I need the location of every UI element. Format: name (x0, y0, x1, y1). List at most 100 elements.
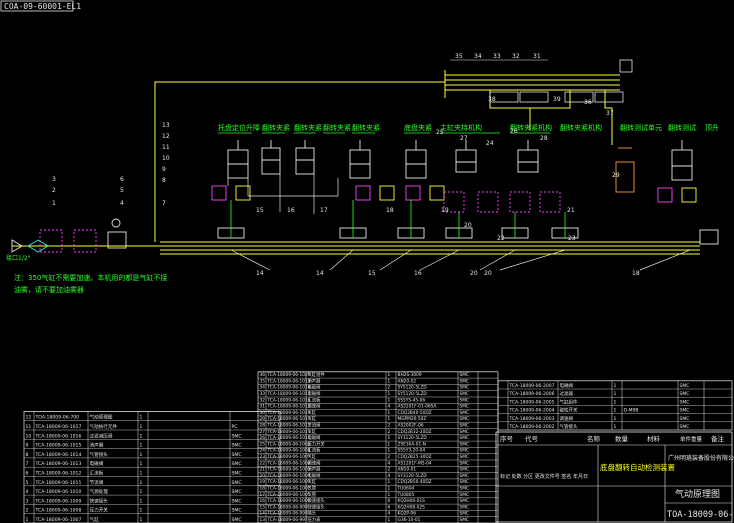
table-cell: TU0805 (397, 492, 415, 498)
table-cell: 1 (140, 433, 143, 439)
table-cell: 压力表 (308, 516, 322, 523)
table-cell: 1 (388, 435, 391, 441)
table-cell: 气缸组件 (308, 371, 326, 378)
table-cell: SMC (460, 441, 469, 447)
svg-text:27: 27 (460, 135, 468, 142)
table-cell: 6 (26, 471, 29, 477)
cylinders (227, 140, 693, 193)
table-cell: 31 (260, 404, 266, 410)
table-cell: SMC (232, 517, 242, 523)
table-cell: KQ2P-06 (398, 511, 417, 517)
table-cell: 8 (26, 452, 29, 458)
table-cell: SMC (460, 423, 469, 429)
table-cell: SMC (460, 473, 469, 479)
table-cell: 1 (140, 424, 143, 430)
company-name: 广州明珞装备股份有限公司 (668, 454, 734, 462)
svg-text:1: 1 (52, 200, 56, 207)
table-cell: SMC (460, 404, 469, 410)
header-name: 名称 (587, 434, 601, 443)
table-cell: 电磁阀 (308, 434, 321, 441)
table-cell: 1 (388, 492, 391, 498)
function-label: 主缸夹持机构 (440, 123, 482, 132)
svg-text:7: 7 (162, 200, 166, 207)
table-cell: 气管接头 (560, 423, 578, 430)
svg-text:24: 24 (486, 140, 494, 147)
table-cell: 36 (260, 372, 266, 378)
table-cell: AS1201F-M5-04 (398, 460, 432, 466)
flow-control-valves (211, 185, 697, 213)
table-cell: SMC (460, 416, 469, 422)
table-cell: 电磁阀 (308, 472, 321, 479)
mid-balloons: 38 39 36 37 26 25 24 29 (436, 96, 620, 179)
table-cell: 1 (140, 489, 143, 495)
svg-text:9: 9 (162, 166, 166, 173)
table-cell: KQ2H06-01S (398, 498, 426, 504)
table-cell: AN20-02 (398, 378, 417, 384)
table-cell: TCA-18009-06-1004 (267, 473, 311, 479)
table-cell: SMC (232, 433, 242, 439)
table-cell: 4 (388, 473, 391, 479)
table-cell: SS5Y3-20-04 (398, 448, 426, 454)
table-cell: 1 (388, 391, 391, 397)
svg-text:3: 3 (52, 176, 56, 183)
svg-text:14: 14 (316, 270, 324, 277)
table-cell: TCA-18009-06-1010 (267, 435, 311, 441)
table-cell: 32 (260, 397, 266, 403)
table-cell: 电磁阀 (308, 390, 321, 397)
table-cell: 20 (260, 473, 266, 479)
table-cell: 27 (260, 429, 266, 435)
table-cell: 28 (260, 423, 266, 429)
table-cell: 消声器 (308, 377, 322, 384)
table-cell: TCA-18009-06-1020 (267, 372, 311, 378)
table-cell: 2 (388, 385, 391, 391)
table-cell: TCA-18009-06-1012 (267, 423, 311, 429)
table-cell: TCA-18009-06-1012 (35, 471, 82, 477)
svg-text:21: 21 (567, 207, 575, 214)
table-cell: SY5120-5LZD (398, 385, 428, 391)
table-cell: CDQ2B25-30DZ (398, 454, 432, 460)
svg-text:34: 34 (474, 53, 482, 60)
table-cell: SMC (460, 429, 469, 435)
table-cell: 1 (140, 443, 143, 449)
table-cell: TCA-18009-06-1014 (267, 410, 311, 416)
table-cell: TCA-18009-06-1017 (35, 424, 82, 430)
table-cell: TCA-18009-06-1009 (35, 498, 82, 504)
svg-text:8: 8 (162, 177, 166, 184)
svg-text:38: 38 (488, 96, 496, 103)
table-cell: 25 (260, 441, 266, 447)
svg-text:16: 16 (287, 207, 295, 214)
svg-text:17: 17 (320, 207, 328, 214)
table-cell: 汇流板 (90, 470, 104, 477)
table-cell: 电磁阀 (560, 382, 574, 389)
svg-text:26: 26 (510, 128, 518, 135)
table-cell: 压力开关 (308, 440, 326, 447)
function-label: 翻转夹紧 (294, 123, 322, 132)
air-supply-lines (12, 70, 700, 255)
svg-text:5: 5 (120, 187, 124, 194)
table-cell: TCA-18009-06-2003 (509, 416, 555, 422)
table-cell: TCA-18009-06-1002 (267, 486, 311, 492)
table-cell: 2 (388, 429, 391, 435)
table-cell: TCA-18009-06-1003 (267, 479, 311, 485)
table-cell: SMC (460, 504, 469, 510)
function-label: 翻转测试 (668, 123, 696, 132)
table-cell: SMC (232, 480, 242, 486)
table-cell: 4 (388, 460, 391, 466)
note-line-1: 注：350气缸不需要加速。本机用的都是气缸不接 (14, 273, 167, 282)
svg-text:28: 28 (540, 135, 548, 142)
table-cell: TCA-18009-06-2005 (509, 399, 555, 405)
svg-text:11: 11 (162, 144, 170, 151)
table-cell: MGPM20-50Z (398, 416, 427, 422)
table-cell: TCA-18009-06-1017 (267, 391, 311, 397)
svg-text:35: 35 (455, 53, 463, 60)
header-qty: 数量 (615, 434, 629, 443)
table-cell: SMC (232, 443, 242, 449)
table-cell: 10 (26, 433, 32, 439)
table-cell: AS2201F-01-06SA (398, 404, 437, 410)
table-cell: 1 (140, 471, 143, 477)
table-cell: 33 (260, 391, 266, 397)
table-cell: TCA-18009-06-2007 (509, 383, 555, 389)
table-cell: KQ2H08-02S (398, 504, 426, 510)
table-cell: SMC (460, 391, 469, 397)
